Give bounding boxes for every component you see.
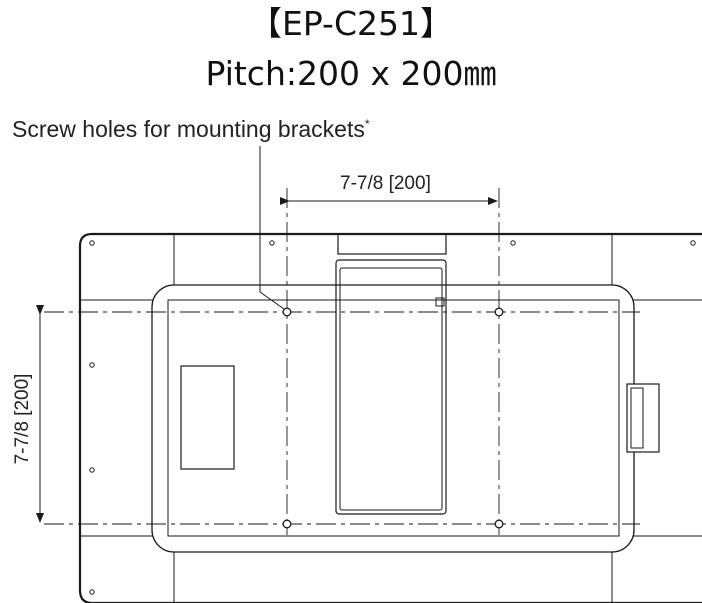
side-connector-inner [630,387,644,449]
screw-holes-text: Screw holes for mounting brackets [12,116,365,142]
center-notch [435,297,445,307]
mounting-centerlines [44,188,640,535]
screw-dot [89,589,95,595]
mounting-hole-bottom-left [282,519,292,529]
screw-dot [89,467,95,473]
screw-holes-label: Screw holes for mounting brackets* [12,116,370,143]
mounting-hole-top-right [494,307,504,317]
screw-dot [89,362,95,368]
back-panel-inner [167,299,620,537]
label-plate [180,365,235,470]
leader-line [259,146,285,310]
horizontal-dimension-label: 7-7/8 [200] [340,173,431,194]
screw-dot [690,240,696,246]
back-panel-outer [151,284,635,553]
mounting-hole-top-left [282,307,292,317]
screw-dot [510,240,516,246]
pitch-title: Pitch:200 x 200㎜ [205,54,497,93]
center-channel-outer [335,259,447,515]
top-vent [337,233,447,255]
center-channel-inner [339,267,443,511]
device-outline [78,232,702,603]
mounting-hole-bottom-right [494,519,504,529]
screw-holes-asterisk: * [364,117,370,131]
screw-dot [89,240,95,246]
model-title: 【EP-C251】 [249,4,453,43]
screw-dot [269,240,275,246]
